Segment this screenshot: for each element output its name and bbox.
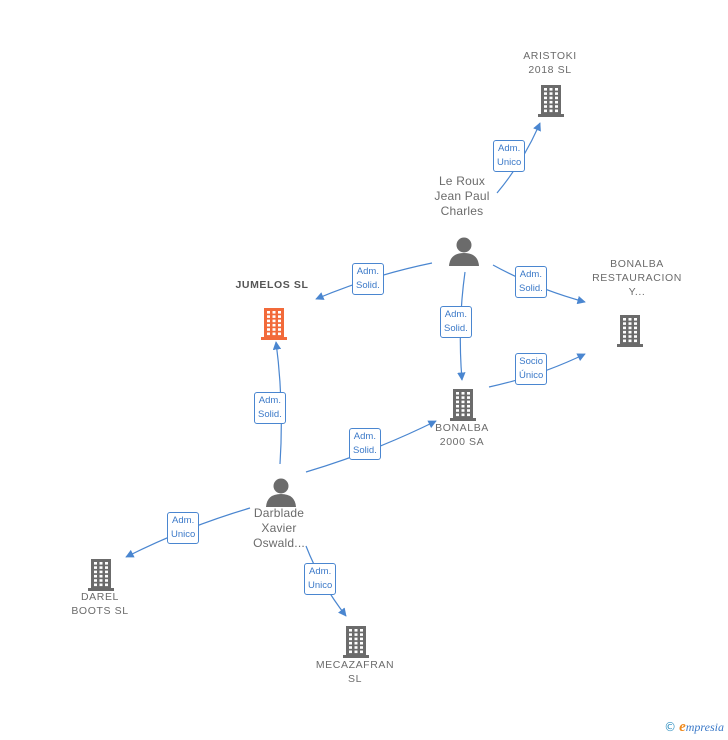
copyright-symbol: © [664, 720, 677, 734]
edge-label-leroux-to-bonalba_rest[interactable]: Adm. Solid. [515, 266, 547, 298]
edge-label-leroux-to-jumelos[interactable]: Adm. Solid. [352, 263, 384, 295]
brand-name: mpresia [685, 720, 724, 734]
bonalba2000-building-icon[interactable] [450, 389, 476, 421]
node-label-darel[interactable]: DAREL BOOTS SL [71, 591, 129, 617]
bonalba_rest-building-icon[interactable] [617, 315, 643, 347]
edge-label-bonalba2000-to-bonalba_rest[interactable]: Socio Único [515, 353, 548, 385]
edge-label-leroux-to-bonalba2000[interactable]: Adm. Solid. [440, 306, 472, 338]
edge-label-darblade-to-mecazafran[interactable]: Adm. Unico [304, 563, 337, 595]
darel-building-icon[interactable] [88, 559, 114, 591]
jumelos-building-icon[interactable] [261, 308, 287, 340]
node-label-darblade[interactable]: Darblade Xavier Oswald... [253, 506, 305, 550]
mecazafran-building-icon[interactable] [343, 626, 369, 658]
edge-label-darblade-to-darel[interactable]: Adm. Unico [167, 512, 200, 544]
brand-initial: e [679, 719, 686, 735]
edge-label-darblade-to-bonalba2000[interactable]: Adm. Solid. [349, 428, 381, 460]
node-label-bonalba2000[interactable]: BONALBA 2000 SA [435, 422, 489, 448]
node-label-leroux[interactable]: Le Roux Jean Paul Charles [434, 174, 490, 218]
node-label-jumelos[interactable]: JUMELOS SL [235, 279, 309, 291]
node-label-aristoki[interactable]: ARISTOKI 2018 SL [523, 50, 577, 76]
node-label-bonalba_rest[interactable]: BONALBA RESTAURACION Y... [592, 258, 682, 298]
darblade-person-icon[interactable] [266, 478, 296, 508]
edge-label-darblade-to-jumelos[interactable]: Adm. Solid. [254, 392, 286, 424]
leroux-person-icon[interactable] [449, 237, 479, 267]
aristoki-building-icon[interactable] [538, 85, 564, 117]
icons-layer [88, 85, 643, 658]
edge-label-leroux-to-aristoki[interactable]: Adm. Unico [493, 140, 526, 172]
node-label-mecazafran[interactable]: MECAZAFRAN SL [315, 659, 395, 685]
empresia-logo[interactable]: © empresia [664, 719, 724, 736]
